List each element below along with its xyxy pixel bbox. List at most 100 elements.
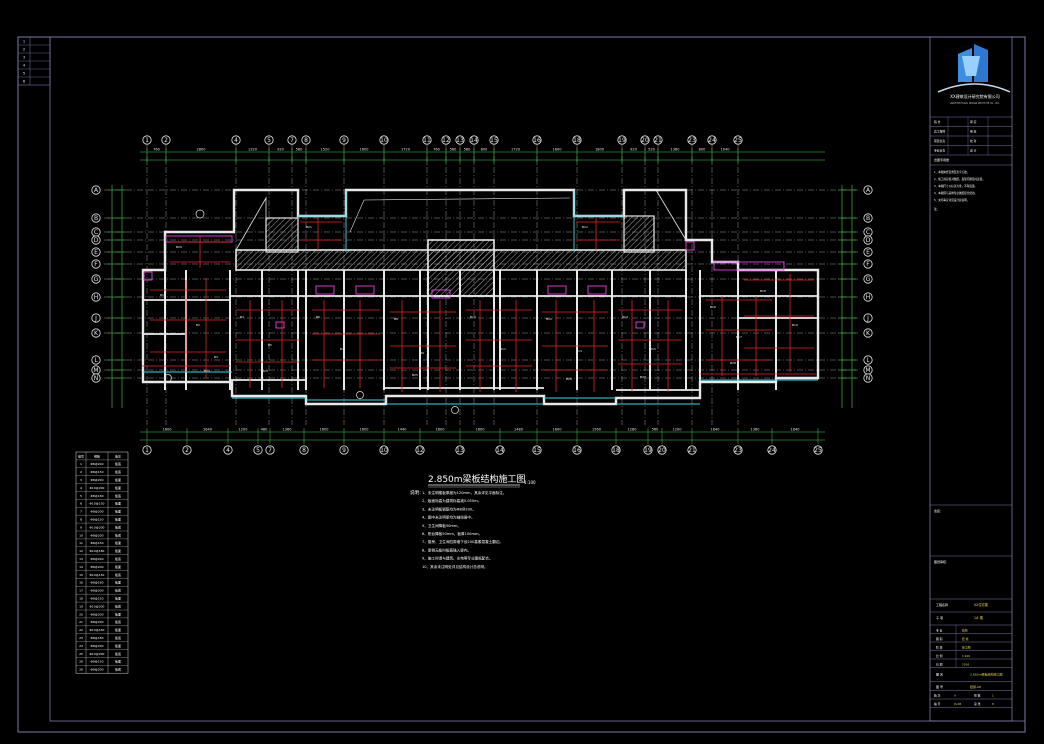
bottom-cell: 8 [992, 702, 994, 706]
schedule-cell: 板底 [115, 461, 121, 466]
axis-bubble-bottom: 21 [688, 447, 696, 454]
note-line: 6、阳台降板50mm，板厚100mm。 [422, 531, 482, 536]
schedule-cell: 板底 [115, 603, 121, 608]
project-field-value: 1# 楼 [974, 615, 984, 620]
note-line: 1、未注明楼板厚度为120mm，其余详见平面标注。 [422, 490, 506, 495]
schedule-cell: 板底 [115, 635, 121, 640]
schedule-cell: Φ8@200 [91, 533, 104, 537]
info-value: 2016 [962, 663, 969, 667]
axis-bubble-left: F [94, 261, 98, 268]
svg-text:1600: 1600 [553, 148, 562, 152]
svg-text:B27: B27 [640, 375, 646, 379]
info-label: 日 期 [936, 663, 943, 667]
svg-text:1360: 1360 [283, 428, 292, 432]
axis-bubble-left: C [94, 229, 98, 236]
schedule-cell: 11 [79, 541, 83, 545]
schedule-cell: Φ8@200 [91, 557, 104, 561]
svg-text:560: 560 [450, 148, 457, 152]
remark-line: 2、施工前应核对图纸，发现问题及时反馈。 [934, 177, 985, 181]
axis-bubble-right: J [866, 315, 869, 322]
schedule-cell: Φ8@150 [91, 597, 104, 601]
bottom-cell: 编 号 [934, 702, 941, 706]
axis-bubble-right: B [866, 215, 870, 222]
svg-text:560: 560 [652, 428, 659, 432]
schedule-cell: 板底 [115, 667, 121, 672]
svg-text:1720: 1720 [401, 148, 410, 152]
schedule-cell: 20 [79, 612, 83, 616]
svg-text:1360: 1360 [671, 148, 680, 152]
schedule-cell: 26 [79, 660, 83, 664]
drawing-scale: 1:100 [524, 480, 536, 485]
note-line: 8、梁侧无板时板筋锚入梁内。 [422, 547, 471, 552]
signature-cell: 审 核 [970, 130, 977, 134]
axis-bubble-right: E [866, 249, 870, 256]
axis-bubble-top: 19 [618, 137, 626, 144]
bottom-cell: 1 [992, 694, 994, 698]
schedule-cell: 1 [80, 462, 82, 466]
axis-bubble-bottom: 9 [342, 447, 346, 454]
schedule-cell: 12 [79, 549, 83, 553]
svg-text:2800: 2800 [197, 148, 206, 152]
axis-bubble-left: D [94, 237, 99, 244]
svg-text:800: 800 [481, 148, 488, 152]
schedule-cell: Φ10@150 [90, 628, 105, 632]
company-name-en: ARCHITECTURAL DESIGN INSTITUTE CO., LTD. [950, 102, 1000, 105]
axis-bubble-bottom: 18 [612, 447, 620, 454]
schedule-cell: 19 [79, 604, 83, 608]
number-value: 结施-08 [970, 684, 981, 689]
svg-text:1600: 1600 [360, 428, 369, 432]
drawing-title-block: 2.850m梁板结构施工图 1:100 说明： 1、未注明楼板厚度为120mm，… [410, 473, 536, 569]
revision-row: 3 [23, 56, 25, 60]
axis-bubble-left: J [94, 315, 97, 322]
axis-bubble-top: 10 [380, 137, 388, 144]
svg-text:920: 920 [630, 148, 637, 152]
axis-bubble-bottom: 4 [226, 447, 230, 454]
svg-text:1200: 1200 [239, 428, 248, 432]
schedule-cell: Φ10@150 [90, 502, 105, 506]
axis-bubble-top: 4 [234, 137, 238, 144]
info-label: 图 别 [936, 637, 943, 641]
axis-bubble-right: H [866, 294, 871, 301]
axis-bubble-bottom: 13 [456, 447, 464, 454]
note-line: 7、厨房、卫生间四周墙下设200高素混凝土翻边。 [422, 539, 503, 544]
schedule-cell: Φ8@200 [91, 565, 104, 569]
schedule-cell: 9 [80, 525, 82, 529]
svg-text:1600: 1600 [553, 428, 562, 432]
schedule-cell: 备注 [115, 453, 121, 458]
schedule-cell: 板面 [115, 580, 121, 585]
schedule-cell: 板面 [115, 564, 121, 569]
beams: B1B2B3B4B5B6B7B8B9B10B11B12B13B14B15B16B… [142, 218, 816, 392]
axis-bubble-top: 16 [533, 137, 541, 144]
schedule-cell: 板面 [115, 627, 121, 632]
axis-bubble-left: A [94, 187, 99, 194]
note-line: 9、施工时请与建筑、水电等专业图纸配合。 [422, 556, 493, 561]
axis-bubble-bottom: 5 [256, 447, 260, 454]
axis-bubble-top: 2 [164, 137, 168, 144]
schedule-cell: Φ8@150 [91, 660, 104, 664]
axis-bubble-right: C [866, 229, 870, 236]
company-logo [937, 44, 1011, 93]
svg-text:920: 920 [277, 148, 284, 152]
schedule-cell: 23 [79, 636, 83, 640]
notes-label: 说明： [410, 489, 424, 496]
svg-text:B9: B9 [420, 351, 424, 355]
schedule-cell: 板面 [115, 477, 121, 482]
schedule-cell: 板面 [115, 485, 121, 490]
svg-text:1040: 1040 [721, 148, 730, 152]
axis-bubble-right: D [866, 237, 871, 244]
cert-label: 出图专用章 [934, 157, 949, 162]
svg-text:B19: B19 [792, 323, 798, 327]
axis-bubble-bottom: 1 [145, 447, 149, 454]
signature-cell: 审 定 [970, 120, 977, 124]
svg-text:B13: B13 [576, 349, 582, 353]
schedule-cell: 22 [79, 628, 83, 632]
axis-bubble-bottom: 16 [573, 447, 581, 454]
svg-text:B23: B23 [204, 369, 210, 373]
info-label: 专 业 [936, 629, 943, 633]
axis-bubble-left: E [94, 249, 98, 256]
remark-line: 3、本图尺寸以标注为准，不得度量。 [934, 184, 977, 188]
schedule-cell: Φ10@200 [90, 652, 105, 656]
schedule-cell: Φ8@200 [91, 644, 104, 648]
